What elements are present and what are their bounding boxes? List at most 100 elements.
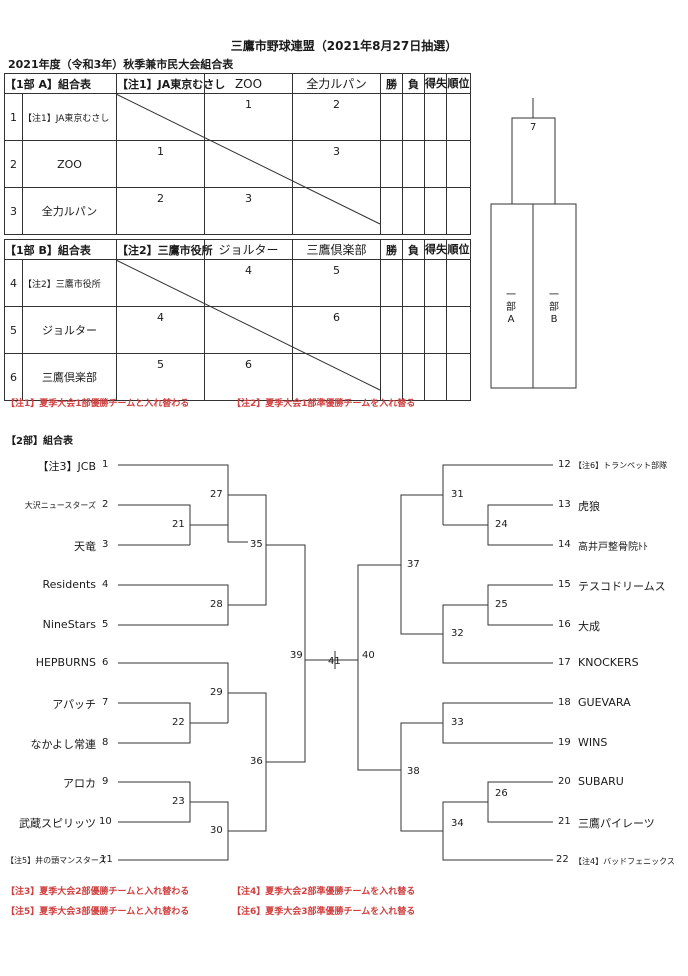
match-number: 36 [250, 756, 263, 767]
team-name: Residents [42, 578, 96, 591]
team-name: 【注6】トランペット部隊 [574, 461, 668, 470]
match-cell: 1 [204, 93, 293, 141]
team-name: 大沢ニュースターズ [24, 501, 96, 510]
team-name: SUBARU [578, 775, 624, 788]
match-cell: 5 [292, 259, 381, 307]
seed-number: 18 [558, 697, 571, 708]
team-name: KNOCKERS [578, 656, 639, 669]
group-b-table: 【1部 B】組合表 【注2】三鷹市役所 ジョルター 三鷹倶楽部 勝 負 得失 順… [4, 239, 471, 401]
match-number: 40 [362, 650, 375, 661]
team-name: WINS [578, 736, 608, 749]
match-number: 29 [210, 687, 223, 698]
team-name: なかよし常連 [30, 738, 96, 751]
seed-number: 21 [558, 816, 571, 827]
seed-number: 4 [102, 579, 109, 590]
team-name: 三鷹倶楽部 [22, 353, 117, 401]
team-name: GUEVARA [578, 696, 631, 709]
seed-number: 16 [558, 619, 571, 630]
match-number: 35 [250, 539, 263, 550]
match-number: 27 [210, 489, 223, 500]
match-cell [204, 140, 293, 188]
seed-number: 2 [102, 499, 109, 510]
match-cell: 2 [116, 187, 205, 235]
seed-number: 3 [102, 539, 109, 550]
match-number: 28 [210, 599, 223, 610]
team-name: 全力ルパン [22, 187, 117, 235]
seed-number: 8 [102, 737, 109, 748]
match-cell: 3 [204, 187, 293, 235]
match-number: 24 [495, 519, 508, 530]
team-name: 【注2】三鷹市役所 [22, 259, 117, 307]
match-number: 34 [451, 818, 464, 829]
seed-number: 11 [100, 854, 113, 865]
match-cell: 6 [292, 306, 381, 354]
seed-number: 17 [558, 657, 571, 668]
seed-number: 5 [102, 619, 109, 630]
team-name: 高井戸整骨院ﾄﾄ [578, 542, 648, 553]
match-number: 32 [451, 628, 464, 639]
table-row: 5 ジョルター 4 6 [4, 306, 471, 354]
match-number: 26 [495, 788, 508, 799]
team-name: 【注5】井の頭マンスターズ [6, 856, 107, 865]
match-cell [292, 187, 381, 235]
diagonal-line [115, 93, 381, 225]
page-subtitle: 2021年度（令和3年）秋季兼市民大会組合表 [8, 58, 234, 71]
match-number: 30 [210, 825, 223, 836]
seed-number: 15 [558, 579, 571, 590]
final-right-label: 一部B [549, 290, 559, 325]
seed-number: 22 [556, 854, 569, 865]
diagonal-line [115, 259, 381, 391]
seed-number: 12 [558, 459, 571, 470]
note-4: 【注4】夏季大会2部準優勝チームを入れ替る [232, 887, 416, 897]
team-name: 【注3】JCB [37, 460, 96, 473]
match-number: 23 [172, 796, 185, 807]
table-row: 3 全力ルパン 2 3 [4, 187, 471, 235]
note-1: 【注1】夏季大会1部優勝チームと入れ替わる [6, 399, 190, 409]
team-name: 【注4】バッドフェニックス [574, 857, 675, 866]
team-name: 三鷹パイレーツ [578, 817, 655, 830]
seed-number: 14 [558, 539, 571, 550]
seed-number: 9 [102, 776, 109, 787]
note-5: 【注5】夏季大会3部優勝チームと入れ替わる [6, 907, 190, 917]
seed-number: 6 [102, 657, 109, 668]
group-a-table: 【1部 A】組合表 【注1】JA東京むさし ZOO 全力ルパン 勝 負 得失 順… [4, 73, 471, 235]
match-number: 31 [451, 489, 464, 500]
seed-number: 1 [102, 459, 109, 470]
section-2-title: 【2部】組合表 [6, 436, 73, 447]
team-name: アロカ [63, 777, 96, 790]
match-number: 37 [407, 559, 420, 570]
page-title: 三鷹市野球連盟（2021年8月27日抽選） [230, 39, 458, 53]
match-cell [292, 353, 381, 401]
match-cell: 3 [292, 140, 381, 188]
final-left-label: 一部A [506, 290, 516, 325]
match-number: 33 [451, 717, 464, 728]
match-cell: 4 [116, 306, 205, 354]
team-name: HEPBURNS [35, 656, 96, 669]
match-cell: 2 [292, 93, 381, 141]
match-cell: 1 [116, 140, 205, 188]
team-name: 【注1】JA東京むさし [22, 93, 117, 141]
match-number: 39 [290, 650, 303, 661]
match-number: 25 [495, 599, 508, 610]
match-number: 21 [172, 519, 185, 530]
team-name: 天竜 [74, 540, 96, 553]
team-name: 大成 [578, 620, 600, 633]
seed-number: 10 [99, 816, 112, 827]
team-name: アパッチ [52, 698, 96, 711]
note-6: 【注6】夏季大会3部準優勝チームを入れ替る [232, 907, 416, 917]
seed-number: 19 [558, 737, 571, 748]
group-a-col-1: 【注1】JA東京むさし [116, 73, 225, 94]
final-match-number: 7 [530, 122, 537, 133]
match-cell: 4 [204, 259, 293, 307]
match-number: 22 [172, 717, 185, 728]
seed-number: 7 [102, 697, 109, 708]
match-number: 41 [328, 656, 341, 667]
note-2: 【注2】夏季大会1部準優勝チームを入れ替る [232, 399, 416, 409]
team-name: テスコドリームス [578, 580, 666, 593]
seed-number: 20 [558, 776, 571, 787]
team-name: 武蔵スピリッツ [19, 817, 96, 830]
seed-number: 13 [558, 499, 571, 510]
table-row: 4 【注2】三鷹市役所 4 5 [4, 259, 471, 307]
team-name: NineStars [42, 618, 96, 631]
